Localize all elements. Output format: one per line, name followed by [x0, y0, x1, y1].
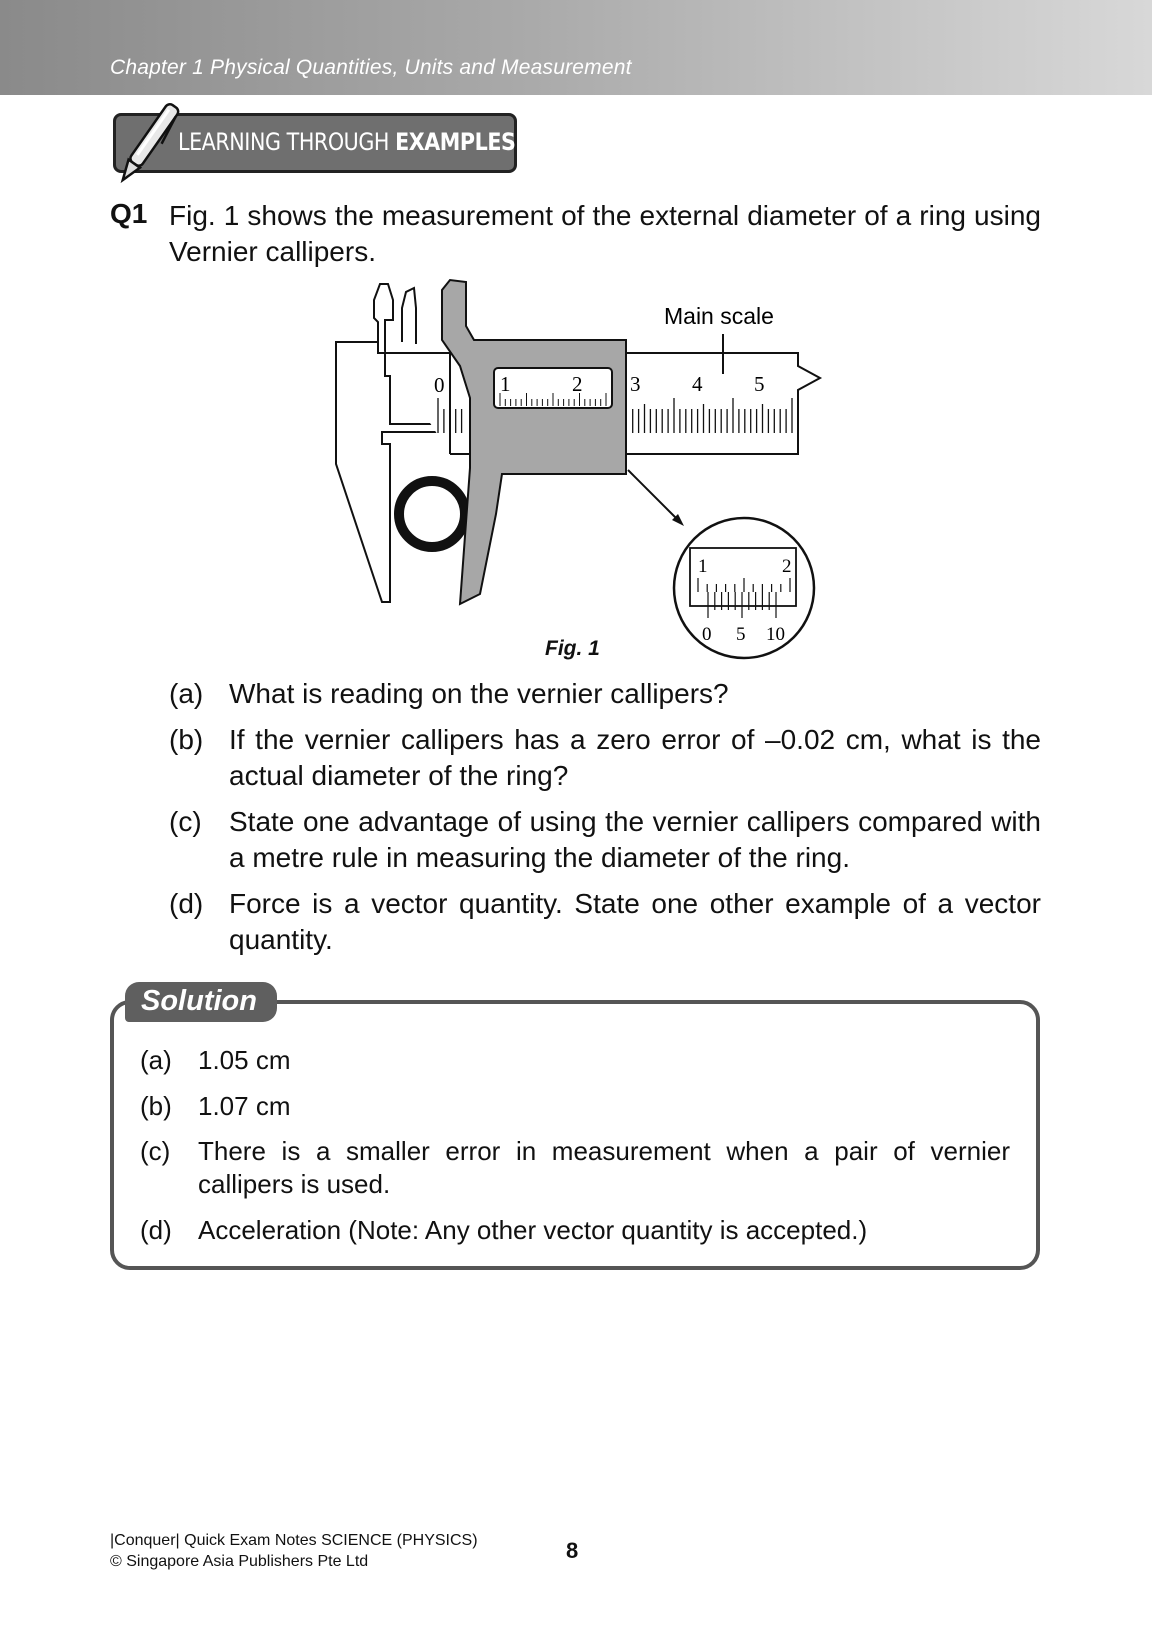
answer-text: There is a smaller error in measurement …: [198, 1136, 1010, 1199]
banner-bold: EXAMPLES: [395, 128, 516, 156]
chapter-title: Chapter 1 Physical Quantities, Units and…: [110, 56, 632, 79]
main-scale-label: Main scale: [664, 303, 774, 329]
solution-title: Solution: [141, 985, 257, 1017]
inset-vernier-number-0: 0: [702, 624, 712, 645]
part-text: Force is a vector quantity. State one ot…: [229, 888, 1041, 955]
inset-vernier-number-10: 10: [766, 624, 785, 645]
fixed-jaw: [335, 283, 466, 603]
part-text: If the vernier callipers has a zero erro…: [229, 724, 1041, 791]
part-label: (c): [169, 806, 202, 837]
question-number: Q1: [110, 198, 148, 229]
answer-label: (a): [140, 1045, 172, 1075]
figure-caption: Fig. 1: [545, 637, 600, 660]
part-label: (a): [169, 678, 204, 709]
answer-text: 1.05 cm: [198, 1045, 291, 1075]
answer-label: (d): [140, 1215, 172, 1245]
main-scale-number-5: 5: [754, 372, 765, 396]
footer-publisher: |Conquer| Quick Exam Notes SCIENCE (PHYS…: [110, 1530, 478, 1572]
solution-box: [110, 1000, 1040, 1270]
answer-text: 1.07 cm: [198, 1091, 291, 1121]
answer-label: (b): [140, 1091, 172, 1121]
main-scale-number-0: 0: [434, 373, 445, 397]
footer-line-2: © Singapore Asia Publishers Pte Ltd: [110, 1553, 369, 1570]
section-banner: LEARNING THROUGH EXAMPLES: [113, 113, 517, 173]
page-number: 8: [566, 1538, 579, 1563]
part-text: State one advantage of using the vernier…: [229, 806, 1041, 873]
main-scale-number-2: 2: [572, 372, 583, 396]
header-band: [0, 0, 1152, 95]
sliding-jaw: [441, 278, 627, 606]
zoom-arrow: [627, 469, 681, 523]
inset-main-number-1: 1: [698, 556, 708, 577]
part-text: What is reading on the vernier callipers…: [229, 678, 729, 709]
vernier-window: [493, 367, 613, 409]
vernier-callipers-figure: 0 1 2 3 4 5 Main scale 1 2 0 5 10: [335, 278, 823, 660]
banner-text: LEARNING THROUGH EXAMPLES: [178, 128, 516, 156]
banner-prefix: LEARNING THROUGH: [178, 128, 396, 156]
footer-line-1: |Conquer| Quick Exam Notes SCIENCE (PHYS…: [110, 1532, 478, 1549]
answer-label: (c): [140, 1136, 171, 1166]
main-scale-number-3: 3: [630, 372, 641, 396]
answer-text: Acceleration (Note: Any other vector qua…: [198, 1215, 868, 1245]
main-scale-number-1: 1: [500, 372, 511, 396]
ring: [394, 476, 470, 552]
part-label: (b): [169, 724, 204, 755]
pen-icon: [120, 103, 180, 184]
fixed-jaw-upper: [401, 286, 417, 344]
main-scale-number-4: 4: [692, 372, 703, 396]
part-label: (d): [169, 888, 204, 919]
inset-vernier-number-5: 5: [736, 624, 746, 645]
question-text: Fig. 1 shows the measurement of the exte…: [169, 200, 1041, 267]
inset-main-number-2: 2: [782, 556, 792, 577]
solution-tab: Solution: [125, 982, 277, 1022]
